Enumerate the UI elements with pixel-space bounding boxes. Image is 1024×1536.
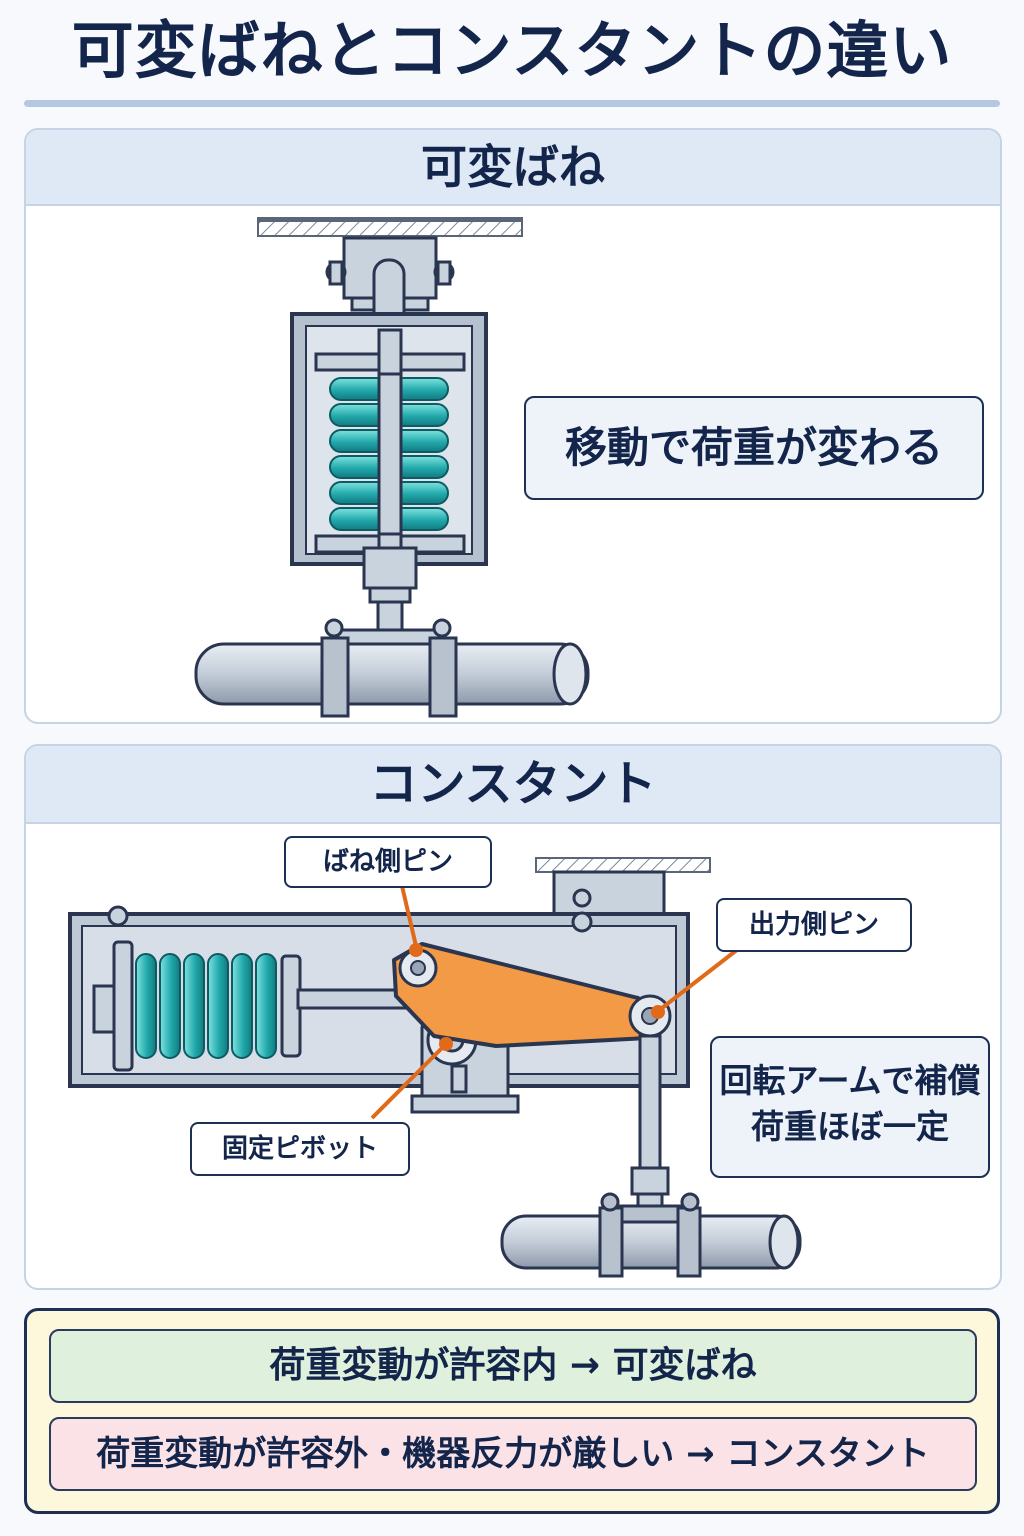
constant-hanger-heading: コンスタント (26, 746, 1000, 824)
title-divider (24, 100, 1000, 107)
output-side-pin-label: 出力側ピン (716, 898, 912, 952)
pipe (194, 636, 590, 718)
selection-summary: 荷重変動が許容内 → 可変ばね 荷重変動が許容外・機器反力が厳しい → コンスタ… (24, 1308, 1000, 1514)
constant-hanger-diagram (68, 857, 802, 1278)
callout-line-1: 回転アームで補償 (719, 1061, 981, 1100)
spring-plates (92, 940, 302, 1072)
constant-hanger-panel: コンスタント (24, 744, 1002, 1290)
callout-line-2: 荷重ほぼ一定 (751, 1107, 949, 1146)
variable-spring-panel: 可変ばね (24, 128, 1002, 724)
turnbuckle (362, 546, 418, 648)
fixed-pivot-label: 固定ピボット (190, 1122, 410, 1176)
leader-lines (370, 885, 744, 1120)
summary-row-variable: 荷重変動が許容内 → 可変ばね (49, 1329, 977, 1403)
variable-spring-hanger-diagram (194, 217, 590, 718)
output-rod (630, 1034, 670, 1214)
pipe (500, 1214, 802, 1270)
constant-hanger-callout: 回転アームで補償 荷重ほぼ一定 (710, 1036, 990, 1178)
variable-spring-heading: 可変ばね (26, 130, 1000, 206)
page-title: 可変ばねとコンスタントの違い (71, 14, 953, 87)
pipe-clamp (598, 1192, 702, 1278)
variable-spring-callout: 移動で荷重が変わる (524, 396, 984, 500)
coil-spring (135, 953, 277, 1059)
summary-row-constant: 荷重変動が許容外・機器反力が厳しい → コンスタント (49, 1417, 977, 1491)
spring-side-pin-label: ばね側ピン (284, 836, 492, 888)
ceiling-support (257, 217, 523, 237)
